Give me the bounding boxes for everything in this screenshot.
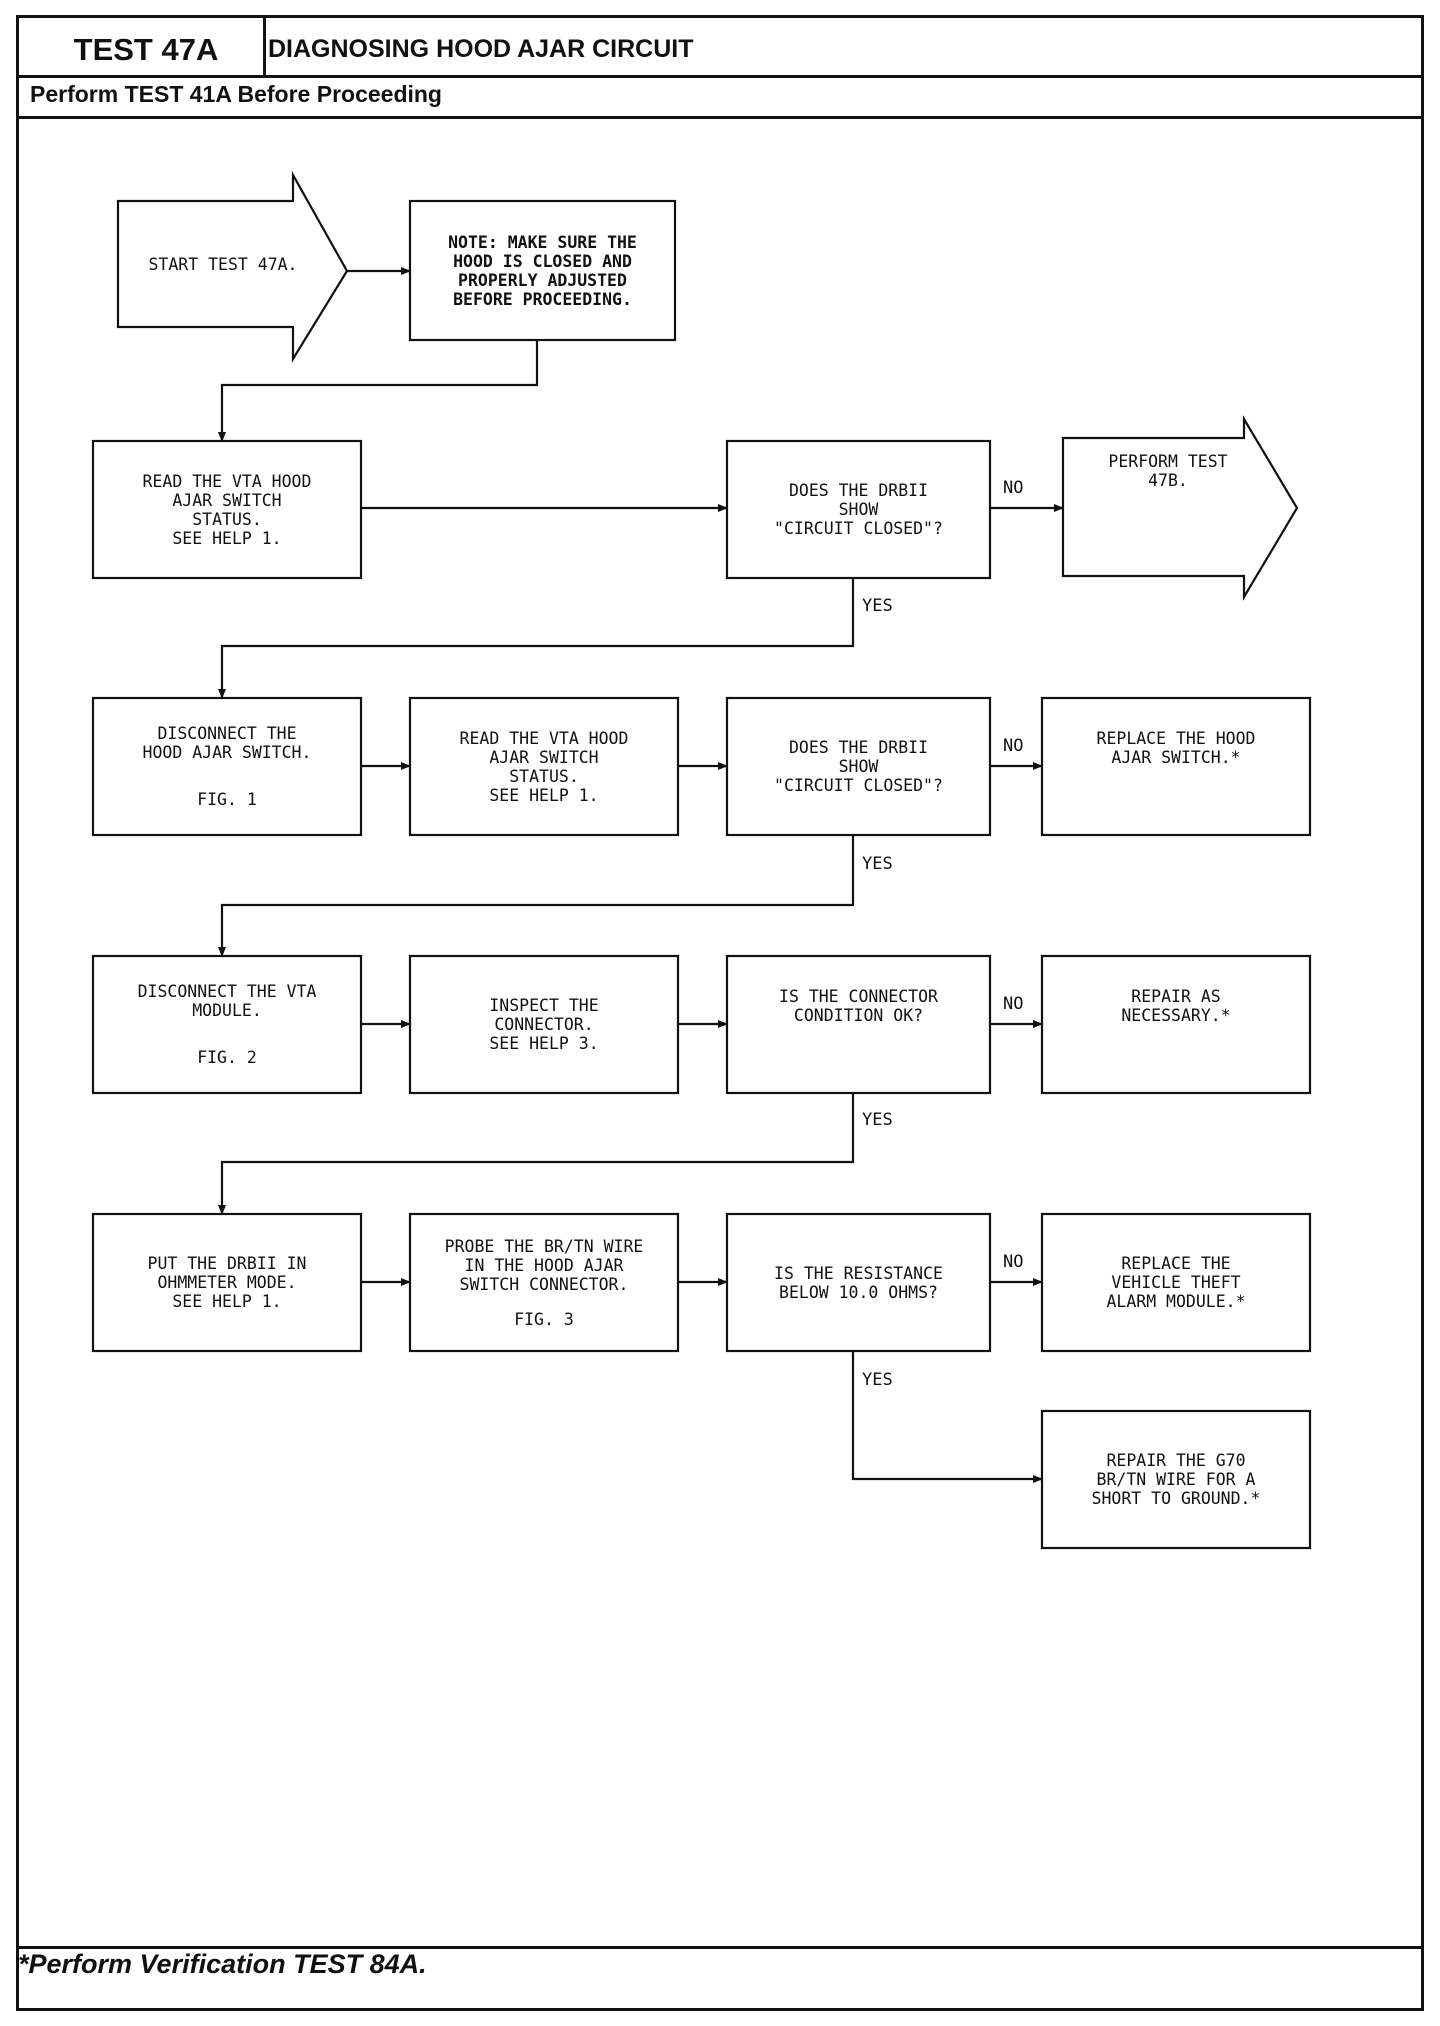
disconnect-switch-text: DISCONNECT THE HOOD AJAR SWITCH. [142,724,312,762]
yes-label-4: YES [862,1370,893,1390]
fig-1-label: FIG. 1 [197,790,257,809]
no-label-1: NO [1003,478,1024,498]
subheader-divider [19,116,1421,119]
header-divider [19,75,1421,78]
yes-label-1: YES [862,596,893,616]
note-to-read-1 [218,340,539,442]
page-title: DIAGNOSING HOOD AJAR CIRCUIT [268,35,694,63]
prerequisite-note: Perform TEST 41A Before Proceeding [30,81,442,107]
fig-3-label: FIG. 3 [514,1309,574,1329]
disconnect-module-text: DISCONNECT THE VTA MODULE. [137,982,317,1020]
footer-note: *Perform Verification TEST 84A. [18,1949,427,1979]
repair-necessary-step: REPAIR AS NECESSARY.* [1121,987,1231,1025]
inspect-connector-step: INSPECT THE CONNECTOR. SEE HELP 3. [489,996,599,1053]
decision-1-yes [218,578,855,699]
start-test-step: START TEST 47A. [148,254,298,274]
decision-2-yes [218,835,855,957]
yes-label-3: YES [862,1110,893,1130]
perform-47b-arrow-shape [1061,415,1299,601]
header-separator [263,18,266,75]
disconnect-switch-step: DISCONNECT THE HOOD AJAR SWITCH. FIG. 1 [93,698,361,835]
test-id: TEST 47A [73,32,219,67]
probe-wire-step: PROBE THE BR/TN WIRE IN THE HOOD AJAR SW… [410,1214,678,1351]
yes-label-2: YES [862,854,893,874]
no-label-4: NO [1003,1252,1024,1272]
repair-wire-step: REPAIR THE G70 BR/TN WIRE FOR A SHORT TO… [1091,1451,1261,1508]
no-label-3: NO [1003,994,1024,1014]
fig-2-label: FIG. 2 [197,1048,257,1067]
note-step: NOTE: MAKE SURE THE HOOD IS CLOSED AND P… [448,232,637,309]
no-label-2: NO [1003,736,1024,756]
replace-switch-step: REPLACE THE HOOD AJAR SWITCH.* [1096,729,1256,767]
page-frame [16,15,1424,2011]
decision-circuit-closed-2: DOES THE DRBII SHOW "CIRCUIT CLOSED"? [774,738,943,795]
disconnect-module-step: DISCONNECT THE VTA MODULE. FIG. 2 [93,956,361,1093]
decision-resistance-below: IS THE RESISTANCE BELOW 10.0 OHMS? [774,1263,943,1302]
probe-wire-text: PROBE THE BR/TN WIRE IN THE HOOD AJAR SW… [444,1236,644,1294]
start-arrow-shape [116,170,349,363]
decision-4-yes [851,1351,1043,1483]
ohmmeter-mode-step: PUT THE DRBII IN OHMMETER MODE. SEE HELP… [147,1254,307,1311]
decision-3-yes [218,1093,855,1215]
replace-module-step: REPLACE THE VEHICLE THEFT ALARM MODULE.* [1106,1254,1246,1311]
read-status-1-frame [91,439,363,580]
decision-connector-ok: IS THE CONNECTOR CONDITION OK? [779,987,938,1025]
decision-circuit-closed-1: DOES THE DRBII SHOW "CIRCUIT CLOSED"? [774,481,943,538]
footer-divider [19,1946,1421,1949]
read-status-step-2: READ THE VTA HOOD AJAR SWITCH STATUS. SE… [459,728,629,805]
perform-test-47b-step: PERFORM TEST 47B. [1108,452,1228,490]
read-status-step-1: READ THE VTA HOOD AJAR SWITCH STATUS. SE… [142,471,312,548]
